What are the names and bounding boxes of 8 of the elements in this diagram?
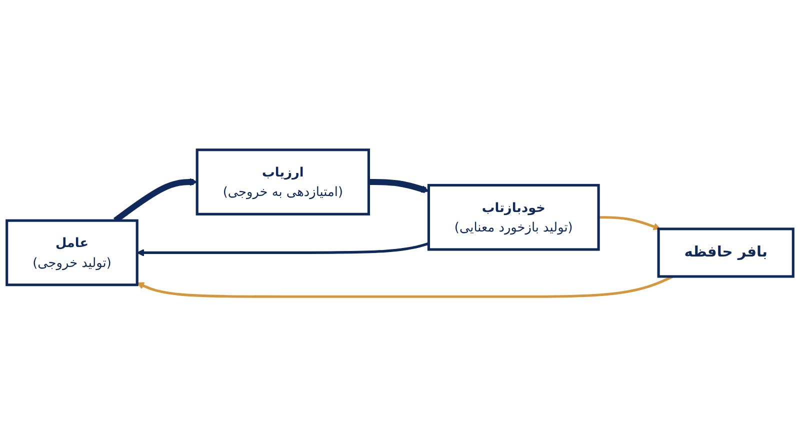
node-box: بافر حافظه [657,228,794,278]
arrow [598,216,661,230]
node-box: ارزیاب (امتیازدهی به خروجی) [196,148,370,216]
arrow [368,179,430,194]
arrow [136,242,430,257]
node-box: عامل (تولید خروجی) [6,220,138,286]
node-box: خودبازتاب (تولید بازخورد معنایی) [427,184,600,252]
arrow [136,276,674,298]
